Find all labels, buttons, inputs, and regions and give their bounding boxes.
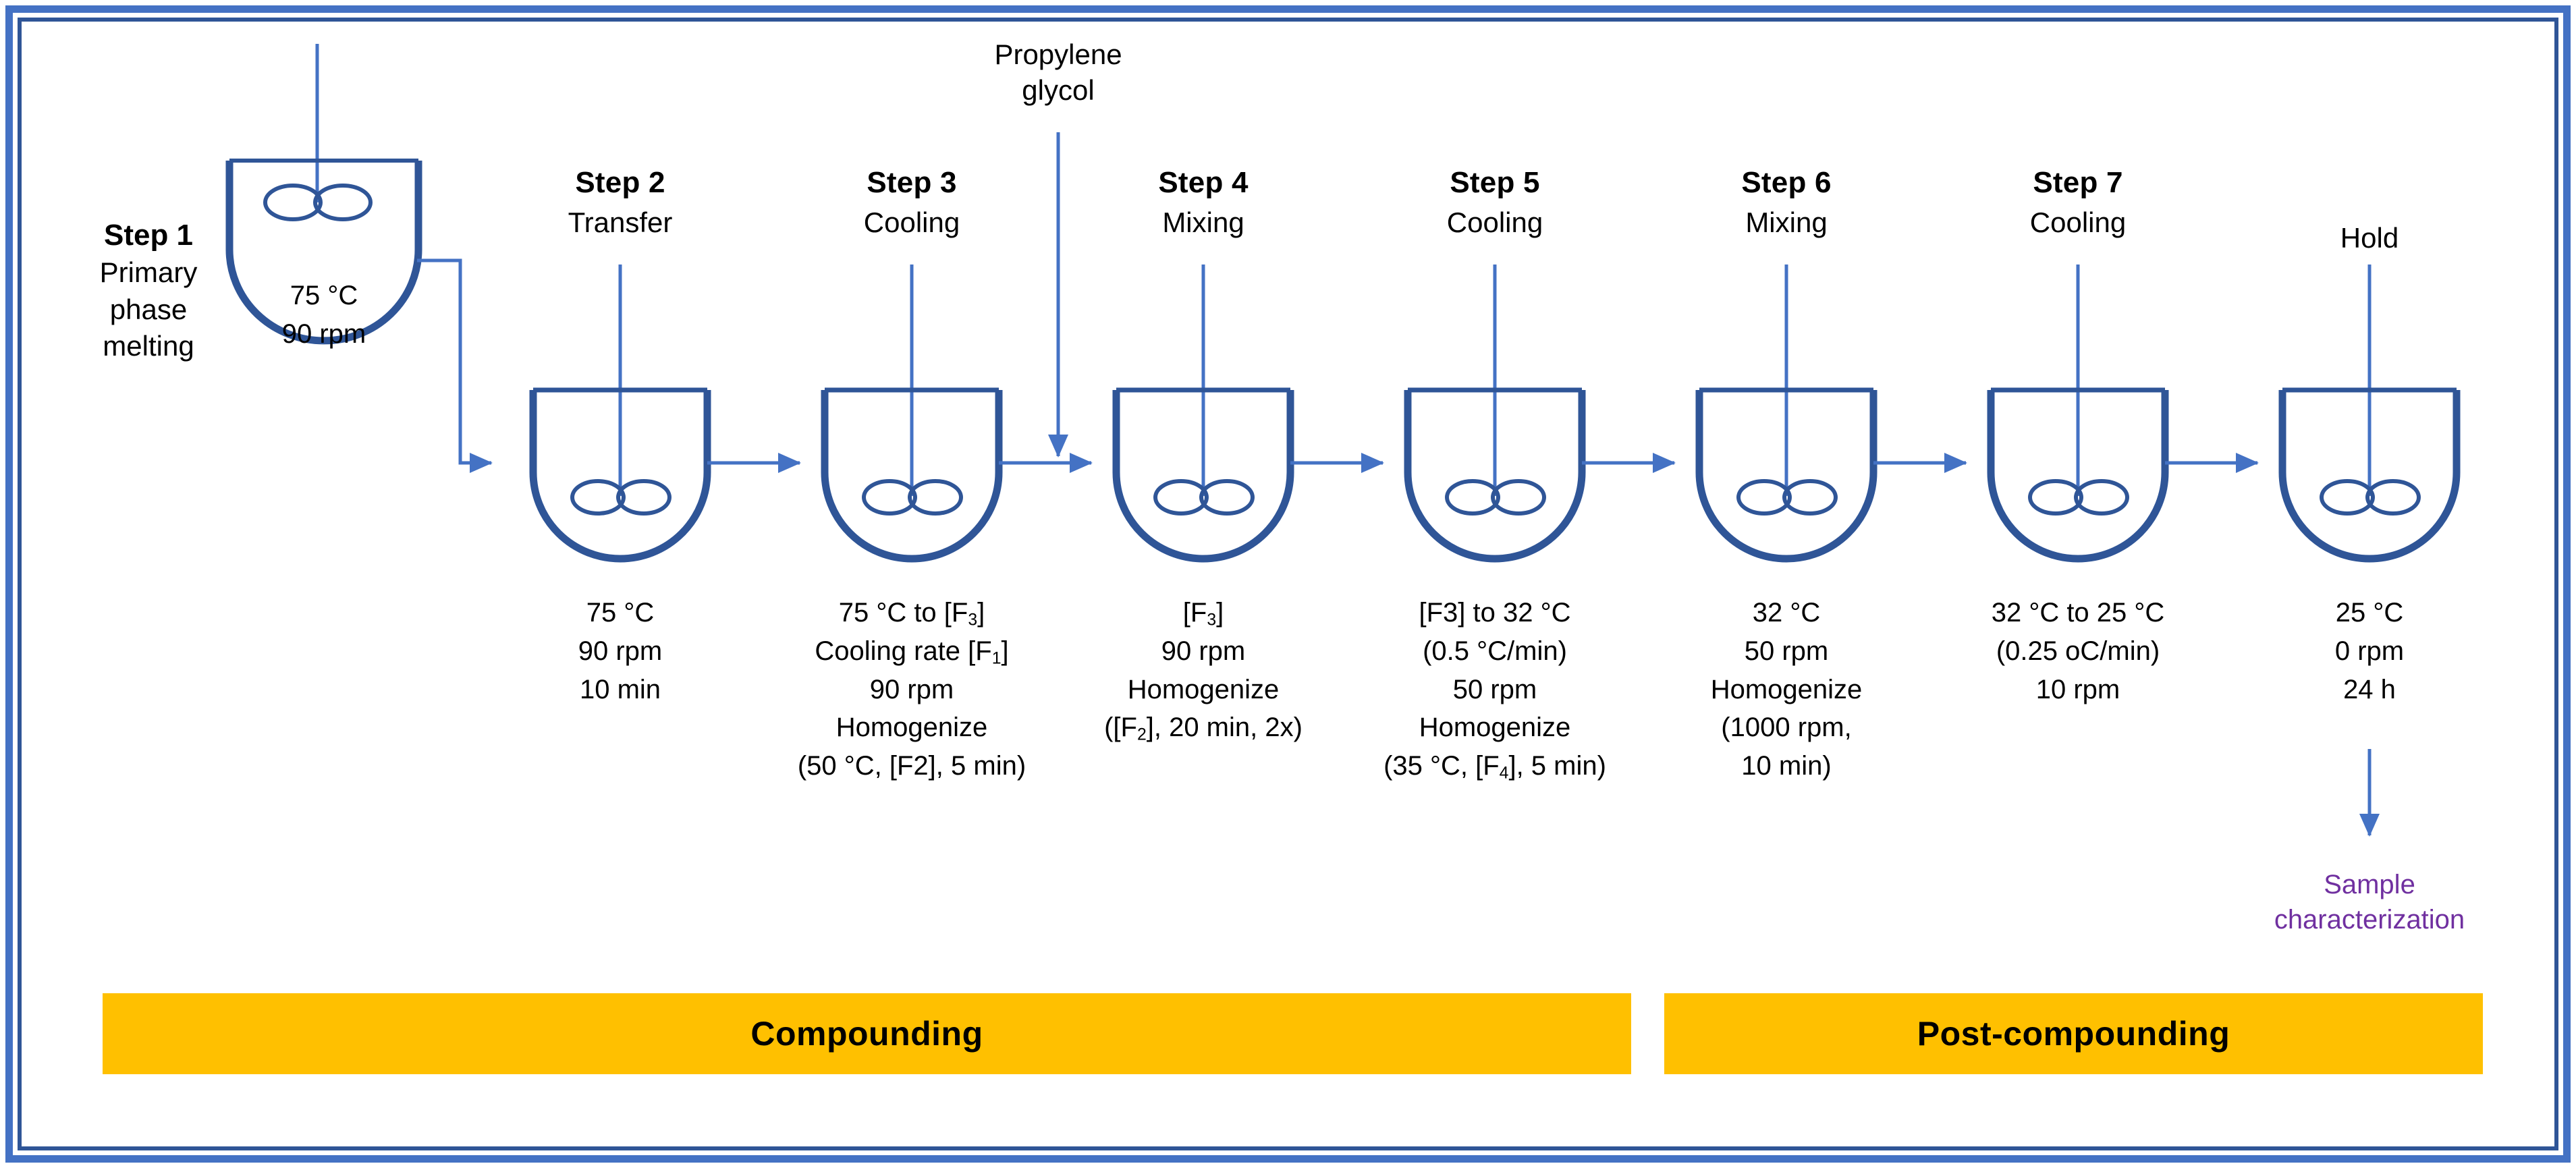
step-6-sub: Mixing	[1745, 206, 1828, 238]
step-3-number: Step 3	[867, 166, 957, 199]
vessel-step-1	[225, 44, 422, 345]
vessel-hold	[2278, 265, 2461, 563]
step-5-param-3: Homogenize	[1419, 713, 1571, 743]
step-6-heading: Step 6 Mixing	[1651, 165, 1921, 239]
step-5-param-1: (0.5 °C/min)	[1423, 636, 1567, 666]
step-6-number: Step 6	[1741, 166, 1832, 199]
vessel-step-5	[1404, 265, 1586, 563]
step-3-heading: Step 3 Cooling	[777, 165, 1047, 239]
step-5-param-0: [F3] to 32 °C	[1419, 598, 1571, 628]
step-4-parameters: [F3] 90 rpm Homogenize ([F2], 20 min, 2x…	[1051, 594, 1355, 747]
step-4-sub: Mixing	[1162, 206, 1244, 238]
vessel-step-3	[821, 265, 1003, 563]
step-5-number: Step 5	[1450, 166, 1540, 199]
step-7-param-0: 32 °C to 25 °C	[1991, 598, 2165, 628]
step-2-number: Step 2	[575, 166, 665, 199]
step-4-param-0: [F3]	[1182, 598, 1224, 630]
banner-compounding-label: Compounding	[750, 1015, 983, 1053]
connector-step1-to-step2	[417, 258, 493, 473]
step-2-parameters: 75 °C 90 rpm 10 min	[485, 594, 755, 708]
step-7-heading: Step 7 Cooling	[1943, 165, 2213, 239]
vessel-step-7	[1987, 265, 2169, 563]
step-7-number: Step 7	[2033, 166, 2123, 199]
step-1-sub-line3: melting	[103, 330, 194, 362]
step-2-heading: Step 2 Transfer	[485, 165, 755, 239]
step-2-sub: Transfer	[568, 206, 673, 238]
step-3-param-3: Homogenize	[835, 713, 988, 743]
hold-sub: Hold	[2340, 222, 2399, 254]
step-3-param-1: Cooling rate [F1]	[815, 636, 1009, 668]
hold-parameters: 25 °C 0 rpm 24 h	[2235, 594, 2504, 708]
step-5-parameters: [F3] to 32 °C (0.5 °C/min) 50 rpm Homoge…	[1343, 594, 1647, 785]
step-1-param-0: 75 °C	[290, 281, 358, 310]
step-7-sub: Cooling	[2029, 206, 2127, 238]
step-1-sub-line1: Primary	[99, 256, 198, 289]
step-3-param-2: 90 rpm	[869, 674, 954, 704]
step-6-param-3: (1000 rpm,	[1721, 713, 1852, 743]
step-5-param-4: (35 °C, [F4], 5 min)	[1383, 751, 1606, 783]
step-3-sub: Cooling	[863, 206, 960, 238]
feed-label-line2: glycol	[1022, 74, 1095, 106]
step-4-param-3: ([F2], 20 min, 2x)	[1104, 713, 1303, 744]
step-4-heading: Step 4 Mixing	[1068, 165, 1338, 239]
outer-frame-border	[5, 5, 2571, 1163]
step-6-param-0: 32 °C	[1752, 598, 1821, 628]
step-7-parameters: 32 °C to 25 °C (0.25 oC/min) 10 rpm	[1926, 594, 2230, 708]
step-6-param-4: 10 min)	[1741, 751, 1832, 781]
vessel-step-6	[1695, 265, 1878, 563]
step-1-number: Step 1	[103, 219, 194, 252]
step-7-param-2: 10 rpm	[2035, 674, 2120, 704]
step-1-label: Step 1 Primary phase melting	[37, 216, 260, 365]
step-1-sub-line2: phase	[109, 293, 188, 325]
step-2-param-0: 75 °C	[586, 598, 655, 628]
hold-param-1: 0 rpm	[2334, 636, 2405, 666]
step-2-param-2: 10 min	[579, 674, 661, 704]
step-5-param-2: 50 rpm	[1452, 674, 1537, 704]
step-1-parameters: 75 °C 90 rpm	[223, 277, 425, 354]
feed-label-line1: Propylene	[994, 38, 1122, 70]
step-5-heading: Step 5 Cooling	[1360, 165, 1630, 239]
step-7-param-1: (0.25 oC/min)	[1996, 636, 2160, 666]
vessel-step-2	[529, 265, 711, 563]
step-4-number: Step 4	[1158, 166, 1249, 199]
banner-compounding: Compounding	[103, 993, 1631, 1074]
step-3-param-4: (50 °C, [F2], 5 min)	[797, 751, 1026, 781]
hold-param-0: 25 °C	[2335, 598, 2404, 628]
banner-post-compounding: Post-compounding	[1664, 993, 2483, 1074]
step-3-param-0: 75 °C to [F3]	[838, 598, 985, 630]
sample-characterization-line2: characterization	[2274, 905, 2465, 935]
inner-frame-border	[18, 18, 2558, 1150]
step-5-sub: Cooling	[1446, 206, 1543, 238]
step-2-param-1: 90 rpm	[578, 636, 663, 666]
step-6-parameters: 32 °C 50 rpm Homogenize (1000 rpm, 10 mi…	[1635, 594, 1938, 785]
step-6-param-2: Homogenize	[1710, 674, 1863, 704]
step-4-param-1: 90 rpm	[1161, 636, 1246, 666]
feed-label-propylene-glycol: Propylene glycol	[889, 37, 1227, 108]
banner-post-compounding-label: Post-compounding	[1917, 1015, 2230, 1053]
sample-characterization-label: Sample characterization	[2208, 867, 2531, 937]
hold-heading: Hold	[2235, 216, 2504, 255]
step-4-param-2: Homogenize	[1127, 674, 1280, 704]
step-1-param-1: 90 rpm	[281, 318, 366, 349]
step-3-parameters: 75 °C to [F3] Cooling rate [F1] 90 rpm H…	[760, 594, 1064, 785]
sample-characterization-line1: Sample	[2324, 870, 2415, 899]
hold-param-2: 24 h	[2343, 674, 2396, 704]
step-6-param-1: 50 rpm	[1744, 636, 1829, 666]
vessel-step-4	[1112, 265, 1294, 563]
